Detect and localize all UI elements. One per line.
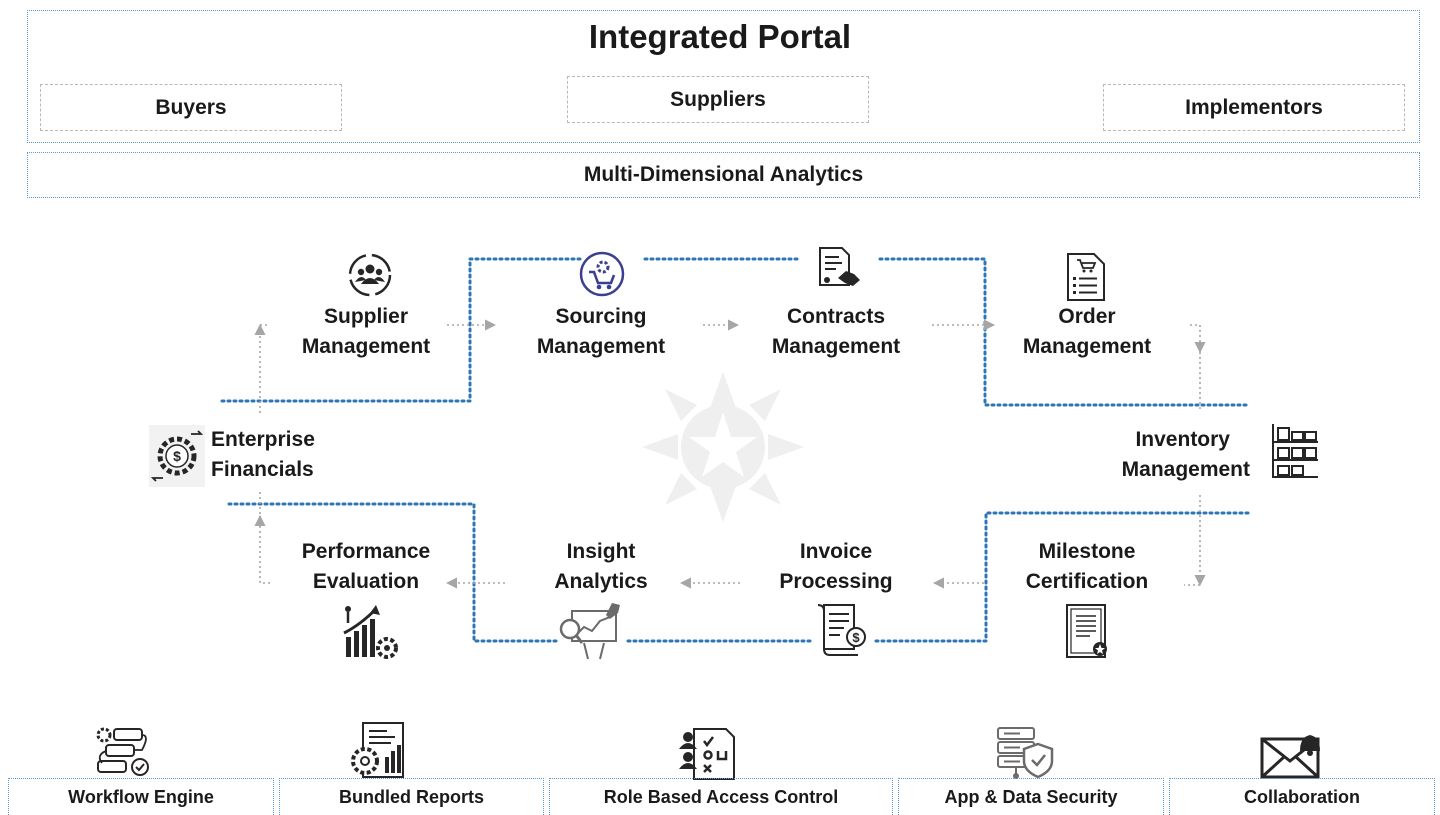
certificate-icon <box>1066 604 1107 658</box>
svg-text:$: $ <box>173 448 181 464</box>
footer-app-data-security: App & Data Security <box>898 778 1164 815</box>
shelves-icon <box>1272 424 1318 478</box>
role-buyers: Buyers <box>40 84 342 131</box>
contract-handshake-icon <box>819 247 860 286</box>
workflow-icon <box>96 727 149 776</box>
star-sun-watermark <box>642 372 804 522</box>
role-implementors: Implementors <box>1103 84 1405 131</box>
footer-role-based-access-control: Role Based Access Control <box>549 778 893 815</box>
invoice-scroll-icon: $ <box>817 604 866 656</box>
analytics-bar: Multi-Dimensional Analytics <box>27 152 1420 198</box>
portal-title: Integrated Portal <box>588 18 852 55</box>
access-control-icon <box>679 728 735 780</box>
footer-collaboration: Collaboration <box>1169 778 1435 815</box>
portal-frame <box>27 10 1420 143</box>
finance-gear-icon: $ <box>149 425 205 487</box>
server-shield-icon <box>997 727 1054 779</box>
footer-bundled-reports: Bundled Reports <box>279 778 544 815</box>
order-document-icon <box>1067 253 1105 301</box>
mail-bell-icon <box>1260 735 1320 779</box>
analytics-rocket-icon <box>559 603 620 660</box>
svg-text:$: $ <box>852 630 860 645</box>
people-cycle-icon <box>348 253 392 297</box>
cart-gear-icon <box>579 251 625 297</box>
footer-workflow-engine: Workflow Engine <box>8 778 274 815</box>
growth-gear-icon <box>343 605 398 659</box>
role-suppliers: Suppliers <box>567 76 869 123</box>
report-gear-icon <box>351 722 404 778</box>
